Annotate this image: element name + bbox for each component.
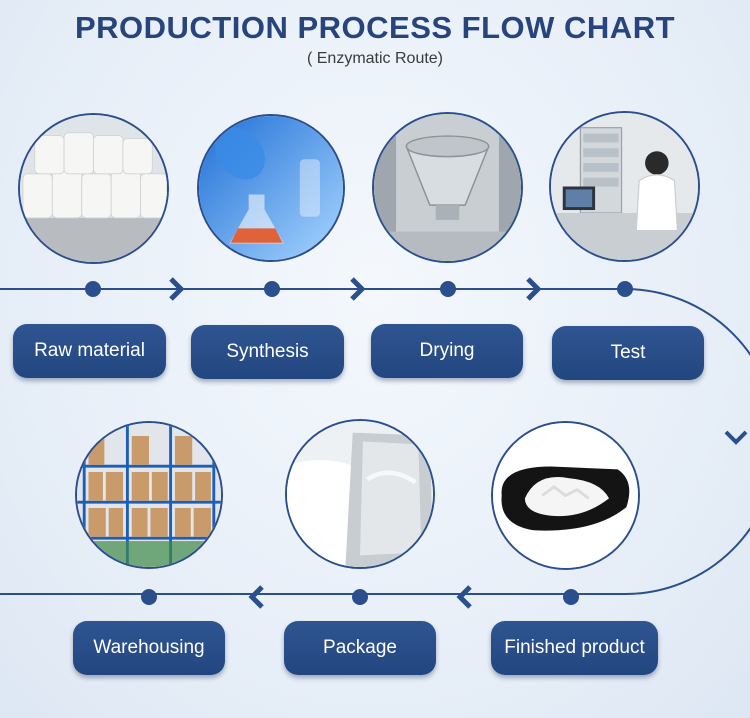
foil-bag-photo — [285, 419, 435, 569]
step-synthesis-label: Synthesis — [226, 341, 309, 362]
step-drying-label: Drying — [419, 340, 475, 361]
flow-dot-package — [352, 589, 368, 605]
arrow-left-icon — [248, 585, 264, 609]
step-package: Package — [284, 621, 436, 675]
lab-flask-photo — [197, 114, 345, 262]
white-powder-plate-photo — [491, 421, 640, 570]
bulk-bags-photo — [18, 113, 169, 264]
step-finished-product: Finished product — [491, 621, 658, 675]
step-synthesis: Synthesis — [191, 325, 344, 379]
flow-dot-finished-product — [563, 589, 579, 605]
step-warehousing-label: Warehousing — [93, 637, 205, 658]
step-raw-material-label: Raw material — [34, 340, 145, 361]
lab-testing-photo — [549, 111, 700, 262]
flow-dot-synthesis — [264, 281, 280, 297]
step-finished-product-label: Finished product — [504, 637, 645, 658]
arrow-right-icon — [350, 277, 366, 301]
flow-line — [0, 288, 750, 595]
step-raw-material: Raw material — [13, 324, 166, 378]
drying-mixer-photo — [372, 112, 523, 263]
step-warehousing: Warehousing — [73, 621, 225, 675]
step-test-label: Test — [610, 342, 646, 363]
flow-dot-warehousing — [141, 589, 157, 605]
arrow-right-icon — [169, 277, 185, 301]
arrow-right-icon — [526, 277, 542, 301]
chart-subtitle: ( Enzymatic Route) — [306, 50, 444, 67]
arrow-down-icon — [724, 430, 748, 445]
flow-dot-raw-material — [85, 281, 101, 297]
step-package-label: Package — [323, 637, 397, 658]
step-test: Test — [552, 326, 704, 380]
chart-title: PRODUCTION PROCESS FLOW CHART — [74, 10, 676, 45]
flow-dot-test — [617, 281, 633, 297]
step-drying: Drying — [371, 324, 523, 378]
warehouse-shelves-photo — [75, 421, 223, 569]
flow-dot-drying — [440, 281, 456, 297]
arrow-left-icon — [456, 585, 472, 609]
